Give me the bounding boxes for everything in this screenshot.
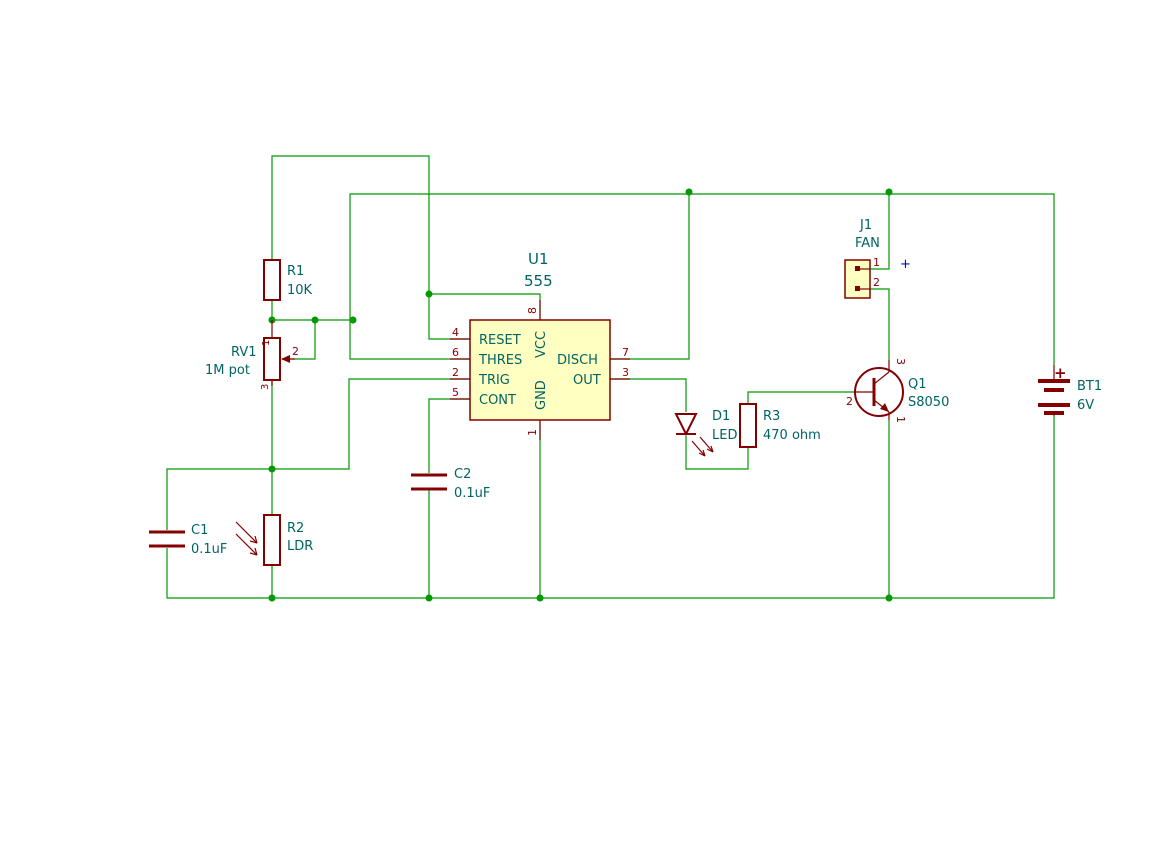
wire-r1-bottom <box>271 300 350 321</box>
pin-gnd-name: GND <box>534 380 549 410</box>
wire-base <box>747 391 854 404</box>
junction <box>425 290 433 298</box>
d1-led[interactable]: D1 LED <box>674 409 737 457</box>
wire-trig <box>166 378 470 530</box>
bt1-plus-sign: + <box>1054 364 1067 382</box>
rv1-potentiometer[interactable]: RV1 1M pot 1 2 3 <box>205 320 299 390</box>
j1-value: FAN <box>855 236 880 251</box>
wire-out <box>610 378 687 412</box>
pin-out-name: OUT <box>573 373 601 388</box>
r1-resistor[interactable]: R1 10K <box>263 259 313 301</box>
r1-ref: R1 <box>287 264 304 279</box>
rv1-pin2: 2 <box>292 345 299 358</box>
wire-thres <box>349 320 470 360</box>
r2-value: LDR <box>287 539 313 554</box>
junction <box>425 594 433 602</box>
r3-ref: R3 <box>763 409 780 424</box>
wire-ground-rail <box>166 416 1055 599</box>
u1-body <box>469 319 611 421</box>
r1-value: 10K <box>287 283 313 298</box>
pin-cont-name: CONT <box>479 393 516 408</box>
r2-ref: R2 <box>287 521 304 536</box>
junction <box>885 188 893 196</box>
junction <box>311 316 319 324</box>
c2-ref: C2 <box>454 467 471 482</box>
rv1-pin3: 3 <box>260 384 271 390</box>
u1-value-label: 555 <box>524 272 553 290</box>
c1-ref: C1 <box>191 523 208 538</box>
junction <box>268 465 276 473</box>
wire-reset-loop <box>271 155 470 340</box>
junction <box>268 594 276 602</box>
wire-led-r3 <box>685 436 749 470</box>
q1-transistor[interactable]: Q1 S8050 3 2 1 <box>846 358 949 423</box>
c2-capacitor[interactable]: C2 0.1uF <box>411 467 490 501</box>
pin-gnd-num: 1 <box>526 429 539 436</box>
r3-resistor[interactable]: R3 470 ohm <box>739 403 821 448</box>
pin-reset-name: RESET <box>479 333 521 348</box>
bt1-battery[interactable]: + BT1 6V <box>1038 364 1102 416</box>
pin-vcc-name: VCC <box>534 331 549 358</box>
r3-value: 470 ohm <box>763 428 821 443</box>
rv1-pin1: 1 <box>261 340 272 346</box>
j1-fan-connector[interactable]: J1 FAN 1 2 + <box>844 218 911 299</box>
q1-pin-base: 2 <box>846 395 853 408</box>
junction <box>536 594 544 602</box>
junction <box>349 316 357 324</box>
wire-fan-pin1 <box>870 194 890 270</box>
j1-plus-sign: + <box>900 257 911 272</box>
j1-ref: J1 <box>859 218 872 233</box>
u1-ref: U1 <box>528 250 549 268</box>
wire-fan-pin2 <box>870 288 890 360</box>
wire-vcc <box>429 293 541 320</box>
pin-disch-name: DISCH <box>557 353 598 368</box>
c2-value: 0.1uF <box>454 486 490 501</box>
pin-out-num: 3 <box>622 366 629 379</box>
wire-disch <box>610 194 690 360</box>
pin-trig-num: 2 <box>452 366 459 379</box>
q1-pin-emitter: 1 <box>894 416 907 423</box>
d1-value: LED <box>712 428 737 443</box>
pin-trig-name: TRIG <box>478 373 510 388</box>
q1-value: S8050 <box>908 395 949 410</box>
c1-value: 0.1uF <box>191 542 227 557</box>
rv1-value: 1M pot <box>205 363 250 378</box>
wire-top-rail <box>349 193 1055 365</box>
pin-vcc-num: 8 <box>526 307 539 314</box>
wire-cont <box>428 398 470 473</box>
c1-capacitor[interactable]: C1 0.1uF <box>149 523 227 557</box>
q1-ref: Q1 <box>908 377 927 392</box>
rv1-ref: RV1 <box>231 345 257 360</box>
u1-555-timer[interactable]: U1 555 RESET THRES TRIG CONT DISCH OUT V… <box>450 250 630 440</box>
pin-reset-num: 4 <box>452 326 459 339</box>
d1-ref: D1 <box>712 409 730 424</box>
pin-thres-num: 6 <box>452 346 459 359</box>
j1-pin1: 1 <box>873 256 880 269</box>
j1-pin2: 2 <box>873 276 880 289</box>
q1-pin-collector: 3 <box>894 358 907 365</box>
bt1-ref: BT1 <box>1077 379 1102 394</box>
pin-thres-name: THRES <box>478 353 522 368</box>
pin-disch-num: 7 <box>622 346 629 359</box>
pin-cont-num: 5 <box>452 386 459 399</box>
junction <box>685 188 693 196</box>
junction <box>885 594 893 602</box>
r2-ldr[interactable]: R2 LDR <box>235 514 313 566</box>
bt1-value: 6V <box>1077 398 1094 413</box>
